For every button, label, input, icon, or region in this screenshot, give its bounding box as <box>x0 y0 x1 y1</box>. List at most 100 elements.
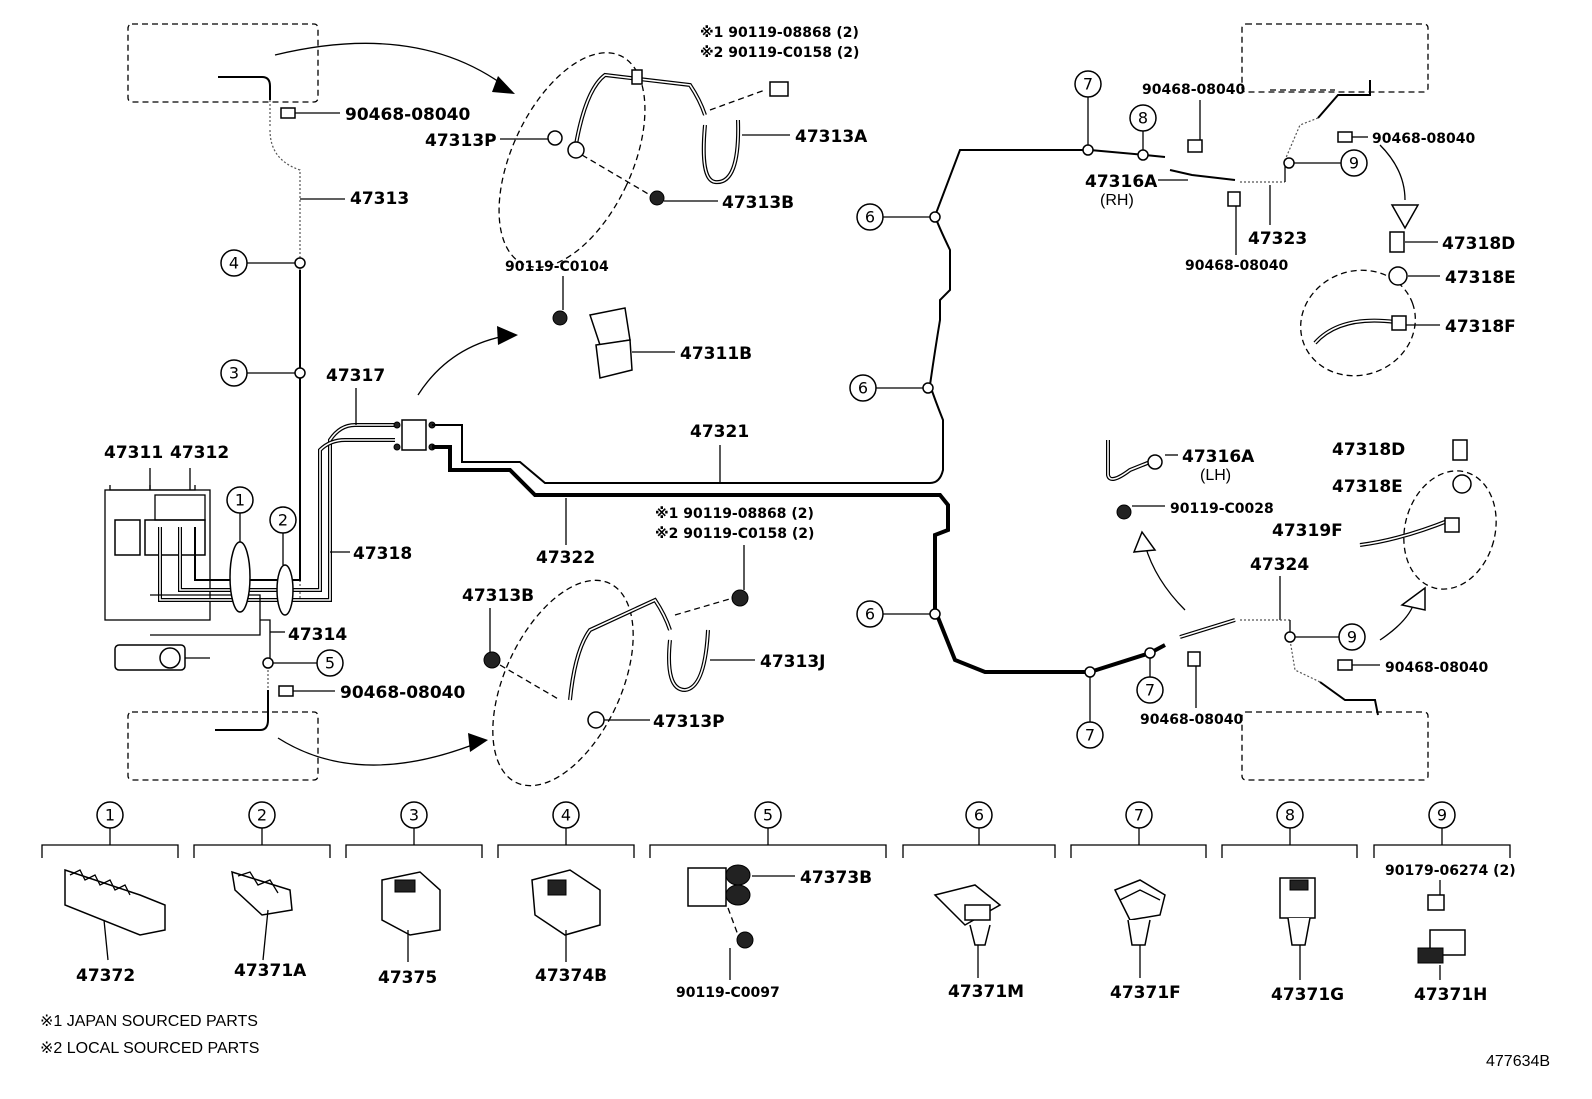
callout-47316A-lh: 47316A <box>1182 447 1255 467</box>
callout-90119-C0028: 90119-C0028 <box>1170 501 1274 517</box>
detail-box-top-right <box>1241 23 1429 93</box>
svg-text:2: 2 <box>278 511 288 530</box>
hose-detail-ellipse <box>498 52 646 268</box>
callout-47316A-rh: 47316A <box>1085 172 1158 192</box>
clip-47371H-icon <box>1417 880 1466 980</box>
svg-text:6: 6 <box>858 379 868 398</box>
nut-icon <box>1452 474 1472 494</box>
callout-47318E-top: 47318E <box>1445 268 1516 288</box>
bracket-icon <box>589 307 631 346</box>
callout-47313J: 47313J <box>760 652 825 672</box>
parts-legend: 1 2 3 4 5 6 7 8 9 <box>41 801 1516 1005</box>
callout-clip-rt1: 90468-08040 <box>1142 82 1245 98</box>
svg-text:6: 6 <box>865 208 875 227</box>
master-cylinder-area: 47311 47312 47317 47318 47314 <box>104 270 436 671</box>
callout-47318F: 47318F <box>1445 317 1516 337</box>
bolt-icon <box>731 589 749 607</box>
svg-text:9: 9 <box>1349 154 1359 173</box>
arrow-curve <box>1379 144 1406 201</box>
clip-47371F-icon <box>1113 879 1166 978</box>
note-bolt-2: ※2 90119-C0158 (2) <box>700 45 859 61</box>
svg-text:1: 1 <box>235 491 245 510</box>
svg-text:6: 6 <box>974 806 984 825</box>
callout-47314: 47314 <box>288 625 347 645</box>
legend-part-47371A: 47371A <box>234 961 307 981</box>
svg-text:4: 4 <box>561 806 571 825</box>
hose-detail-ellipse <box>492 579 634 787</box>
bolt-icon <box>483 651 501 669</box>
svg-text:6: 6 <box>865 605 875 624</box>
callout-47313: 47313 <box>350 189 409 209</box>
svg-text:9: 9 <box>1347 628 1357 647</box>
rear-rh-area: 90468-08040 90468-08040 47316A (RH) 9046… <box>1085 23 1516 377</box>
diagram-id: 477634B <box>1486 1053 1550 1070</box>
clip-icon <box>1187 139 1203 153</box>
callout-47318E-bottom: 47318E <box>1332 477 1403 497</box>
label-lh: (LH) <box>1200 467 1231 484</box>
arrow-curve <box>277 737 481 766</box>
rear-lh-area: 47316A (LH) 90119-C0028 47318D 47318E 47… <box>1106 439 1497 781</box>
detail-box-bottom-right <box>1241 711 1429 781</box>
callout-47324: 47324 <box>1250 555 1309 575</box>
nut-icon <box>1388 266 1408 286</box>
clamp-47371A-icon <box>231 870 293 961</box>
callout-47323: 47323 <box>1248 229 1307 249</box>
tube-47321 <box>432 384 944 484</box>
svg-text:5: 5 <box>325 654 335 673</box>
actuator-icon <box>114 519 141 556</box>
callout-47318D-bottom: 47318D <box>1332 440 1405 460</box>
callout-47313P-top: 47313P <box>425 131 497 151</box>
callout-clip-rb1: 90468-08040 <box>1140 712 1243 728</box>
clip-icon <box>1337 131 1353 143</box>
svg-text:7: 7 <box>1083 75 1093 94</box>
note-bolt-1: ※1 90119-08868 (2) <box>700 25 859 41</box>
callout-clip-rb2: 90468-08040 <box>1385 660 1488 676</box>
svg-text:4: 4 <box>229 254 239 273</box>
callout-47319F: 47319F <box>1272 521 1343 541</box>
bolt-icon <box>769 81 789 97</box>
svg-text:1: 1 <box>105 806 115 825</box>
note-bolt-2-bottom: ※2 90119-C0158 (2) <box>655 526 814 542</box>
callout-47321: 47321 <box>690 422 749 442</box>
joint-block-icon <box>401 419 427 451</box>
callout-47322: 47322 <box>536 548 595 568</box>
arrow-curve <box>274 42 511 91</box>
clip-47375-icon <box>381 871 441 962</box>
svg-text:5: 5 <box>763 806 773 825</box>
arrow-curve <box>1144 544 1186 611</box>
legend-part-47371H: 47371H <box>1414 985 1487 1005</box>
hose-detail-ellipse <box>1300 269 1416 377</box>
svg-text:7: 7 <box>1134 806 1144 825</box>
bolt-icon <box>1116 504 1132 520</box>
clamp-47372-icon <box>64 868 166 961</box>
callout-47313P-bottom: 47313P <box>653 712 725 732</box>
legend-part-47371M: 47371M <box>948 982 1024 1002</box>
clamp-47373B-icon <box>687 864 795 980</box>
clip-icon <box>278 685 294 697</box>
svg-text:8: 8 <box>1138 109 1148 128</box>
legend-part-47374B: 47374B <box>535 966 607 986</box>
legend-part-47375: 47375 <box>378 968 437 988</box>
callout-47313B-bottom: 47313B <box>462 586 534 606</box>
callout-clip-rt2: 90468-08040 <box>1372 131 1475 147</box>
callout-clip-rt3: 90468-08040 <box>1185 258 1288 274</box>
legend-part-47373B: 47373B <box>800 868 872 888</box>
callout-clip: 90468-08040 <box>345 105 471 125</box>
legend-part-47371F: 47371F <box>1110 983 1181 1003</box>
svg-text:7: 7 <box>1145 681 1155 700</box>
svg-text:7: 7 <box>1085 726 1095 745</box>
callout-47318D-top: 47318D <box>1442 234 1515 254</box>
clip-47371M-icon <box>933 884 1002 978</box>
legend-part-47371G: 47371G <box>1271 985 1344 1005</box>
clip-icon <box>1227 191 1241 207</box>
front-upper-area: 90468-08040 47313 ※1 90119-08868 (2) ※2 … <box>127 23 868 600</box>
detail-box-top-left <box>127 23 319 103</box>
svg-text:3: 3 <box>409 806 419 825</box>
clamp-1-icon <box>229 541 251 613</box>
bolt-icon <box>552 310 568 326</box>
note-bolt-1-bottom: ※1 90119-08868 (2) <box>655 506 814 522</box>
callout-90119-C0104: 90119-C0104 <box>505 259 609 275</box>
clip-icon <box>1187 651 1201 667</box>
bolt-icon <box>1389 231 1405 253</box>
